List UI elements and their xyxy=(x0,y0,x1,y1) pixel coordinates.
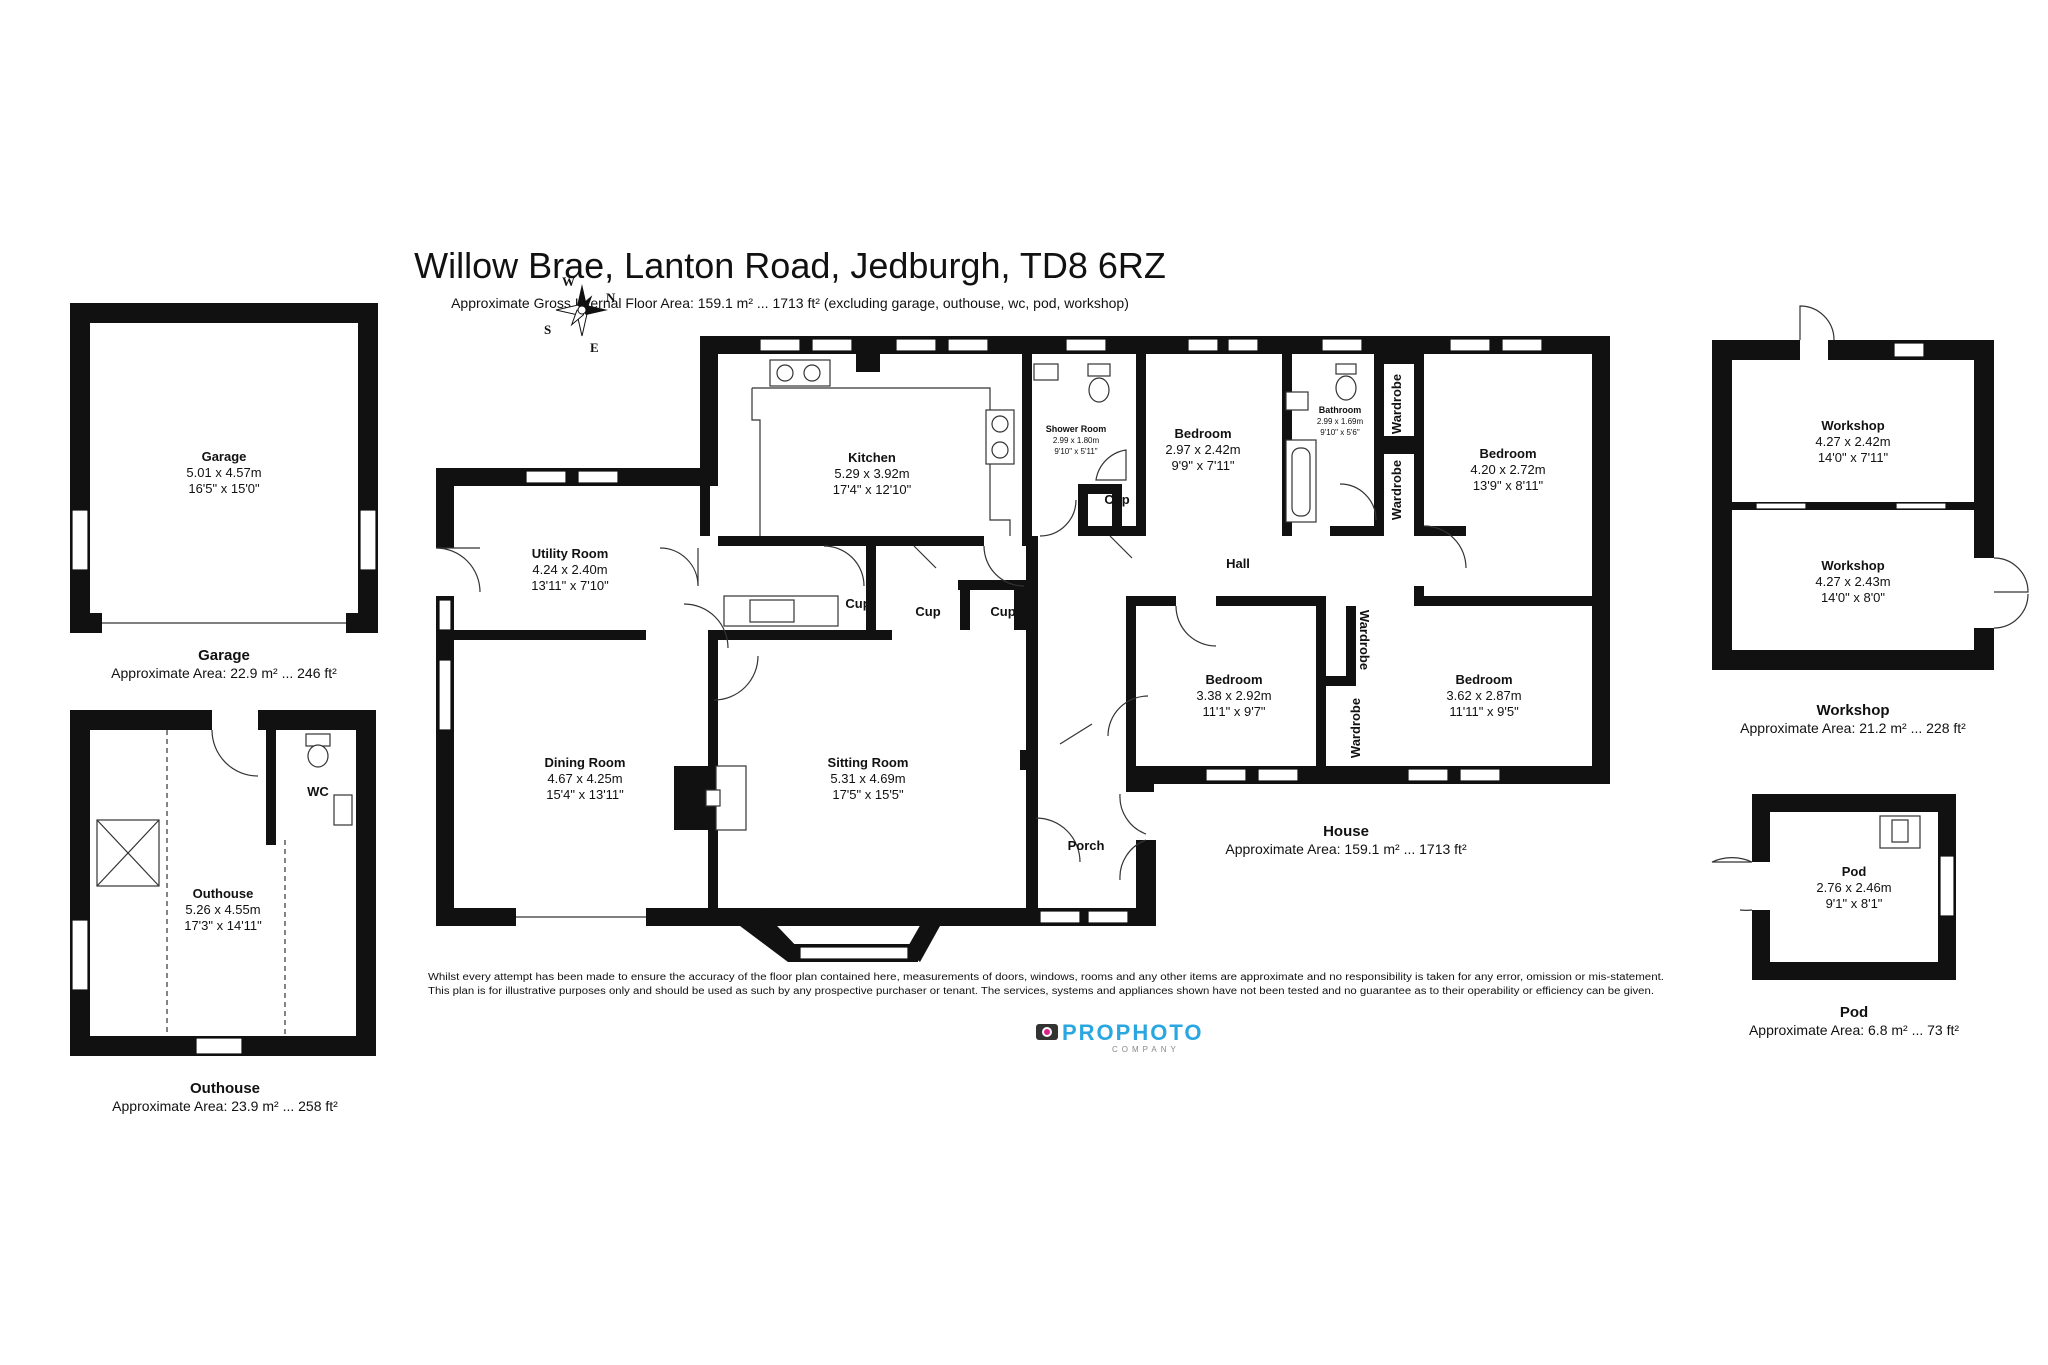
bedroom2-imperial: 13'9" x 8'11" xyxy=(1473,478,1544,493)
prophoto-logo: PROPHOTO COMPANY xyxy=(1036,1020,1204,1054)
compass-e: E xyxy=(590,340,599,355)
utility-name: Utility Room xyxy=(532,546,609,561)
plan-subtitle: Approximate Gross Internal Floor Area: 1… xyxy=(451,295,1129,311)
outhouse-room-name: Outhouse xyxy=(193,886,254,901)
dining-name: Dining Room xyxy=(545,755,626,770)
plan-title: Willow Brae, Lanton Road, Jedburgh, TD8 … xyxy=(414,245,1166,286)
compass-s: S xyxy=(544,322,551,337)
garage-room-imperial: 16'5" x 15'0" xyxy=(188,481,260,496)
disclaimer-line-1: Whilst every attempt has been made to en… xyxy=(428,972,1664,983)
dining-metric: 4.67 x 4.25m xyxy=(547,771,622,786)
porch-label: Porch xyxy=(1068,838,1105,853)
workshop1-metric: 4.27 x 2.42m xyxy=(1815,434,1890,449)
sitting-metric: 5.31 x 4.69m xyxy=(830,771,905,786)
bedroom3-imperial: 11'1" x 9'7" xyxy=(1202,704,1265,719)
logo-main-text: PROPHOTO xyxy=(1062,1020,1204,1045)
bedroom2-metric: 4.20 x 2.72m xyxy=(1470,462,1545,477)
bedroom1-imperial: 9'9" x 7'11" xyxy=(1171,458,1234,473)
bathroom-imperial: 9'10" x 5'6" xyxy=(1320,428,1360,437)
compass-w: W xyxy=(562,274,575,289)
garage-area: Approximate Area: 22.9 m² ... 246 ft² xyxy=(111,665,337,681)
cup-label-4: Cup xyxy=(1104,492,1129,507)
sitting-imperial: 17'5" x 15'5" xyxy=(832,787,904,802)
outhouse-room-metric: 5.26 x 4.55m xyxy=(185,902,260,917)
compass-n: N xyxy=(606,290,616,305)
wardrobe-label-4: Wardrobe xyxy=(1348,698,1363,758)
workshop2-metric: 4.27 x 2.43m xyxy=(1815,574,1890,589)
shower-name: Shower Room xyxy=(1046,424,1107,434)
bedroom4-metric: 3.62 x 2.87m xyxy=(1446,688,1521,703)
wardrobe-label-2: Wardrobe xyxy=(1389,460,1404,520)
outhouse-wc-label: WC xyxy=(307,784,329,799)
dining-imperial: 15'4" x 13'11" xyxy=(546,787,624,802)
outhouse-room-imperial: 17'3" x 14'11" xyxy=(184,918,262,933)
wardrobe-label-3: Wardrobe xyxy=(1357,610,1372,670)
house-plan xyxy=(435,336,1610,962)
outhouse-label: Outhouse xyxy=(190,1080,260,1097)
garage-room-metric: 5.01 x 4.57m xyxy=(186,465,261,480)
workshop2-imperial: 14'0" x 8'0" xyxy=(1821,590,1885,605)
pod-name: Pod xyxy=(1842,864,1867,879)
disclaimer-line-2: This plan is for illustrative purposes o… xyxy=(428,986,1654,997)
cup-label-2: Cup xyxy=(915,604,940,619)
utility-imperial: 13'11" x 7'10" xyxy=(531,578,609,593)
garage-plan xyxy=(70,303,378,633)
pod-plan xyxy=(1711,794,1956,980)
pod-metric: 2.76 x 2.46m xyxy=(1816,880,1891,895)
kitchen-imperial: 17'4" x 12'10" xyxy=(833,482,912,497)
pod-label: Pod xyxy=(1840,1004,1868,1021)
compass-icon xyxy=(555,284,608,337)
cup-label-1: Cup xyxy=(845,596,870,611)
workshop1-imperial: 14'0" x 7'11" xyxy=(1818,450,1889,465)
bathroom-metric: 2.99 x 1.69m xyxy=(1317,417,1364,426)
house-area: Approximate Area: 159.1 m² ... 1713 ft² xyxy=(1225,841,1467,857)
kitchen-metric: 5.29 x 3.92m xyxy=(834,466,909,481)
bedroom4-name: Bedroom xyxy=(1455,672,1512,687)
garage-room-name: Garage xyxy=(202,449,247,464)
house-label: House xyxy=(1323,823,1369,840)
bedroom2-name: Bedroom xyxy=(1479,446,1536,461)
wardrobe-label-1: Wardrobe xyxy=(1389,374,1404,434)
logo-sub-text: COMPANY xyxy=(1112,1045,1180,1054)
hall-label: Hall xyxy=(1226,556,1250,571)
workshop-area: Approximate Area: 21.2 m² ... 228 ft² xyxy=(1740,720,1966,736)
shower-imperial: 9'10" x 5'11" xyxy=(1054,447,1097,456)
shower-metric: 2.99 x 1.80m xyxy=(1053,436,1100,445)
camera-icon xyxy=(1036,1024,1058,1040)
bedroom4-imperial: 11'11" x 9'5" xyxy=(1449,704,1519,719)
workshop-label: Workshop xyxy=(1816,702,1889,719)
cup-label-3: Cup xyxy=(990,604,1015,619)
workshop2-name: Workshop xyxy=(1821,558,1884,573)
bedroom3-metric: 3.38 x 2.92m xyxy=(1196,688,1271,703)
pod-area: Approximate Area: 6.8 m² ... 73 ft² xyxy=(1749,1022,1959,1038)
workshop-plan xyxy=(1712,305,2029,670)
bedroom1-metric: 2.97 x 2.42m xyxy=(1165,442,1240,457)
bedroom3-name: Bedroom xyxy=(1205,672,1262,687)
kitchen-name: Kitchen xyxy=(848,450,896,465)
utility-metric: 4.24 x 2.40m xyxy=(532,562,607,577)
outhouse-area: Approximate Area: 23.9 m² ... 258 ft² xyxy=(112,1098,338,1114)
bedroom1-name: Bedroom xyxy=(1174,426,1231,441)
outhouse-plan xyxy=(70,710,376,1056)
sitting-name: Sitting Room xyxy=(828,755,909,770)
garage-label: Garage xyxy=(198,647,250,664)
workshop1-name: Workshop xyxy=(1821,418,1884,433)
pod-imperial: 9'1" x 8'1" xyxy=(1826,896,1883,911)
bathroom-name: Bathroom xyxy=(1319,405,1362,415)
